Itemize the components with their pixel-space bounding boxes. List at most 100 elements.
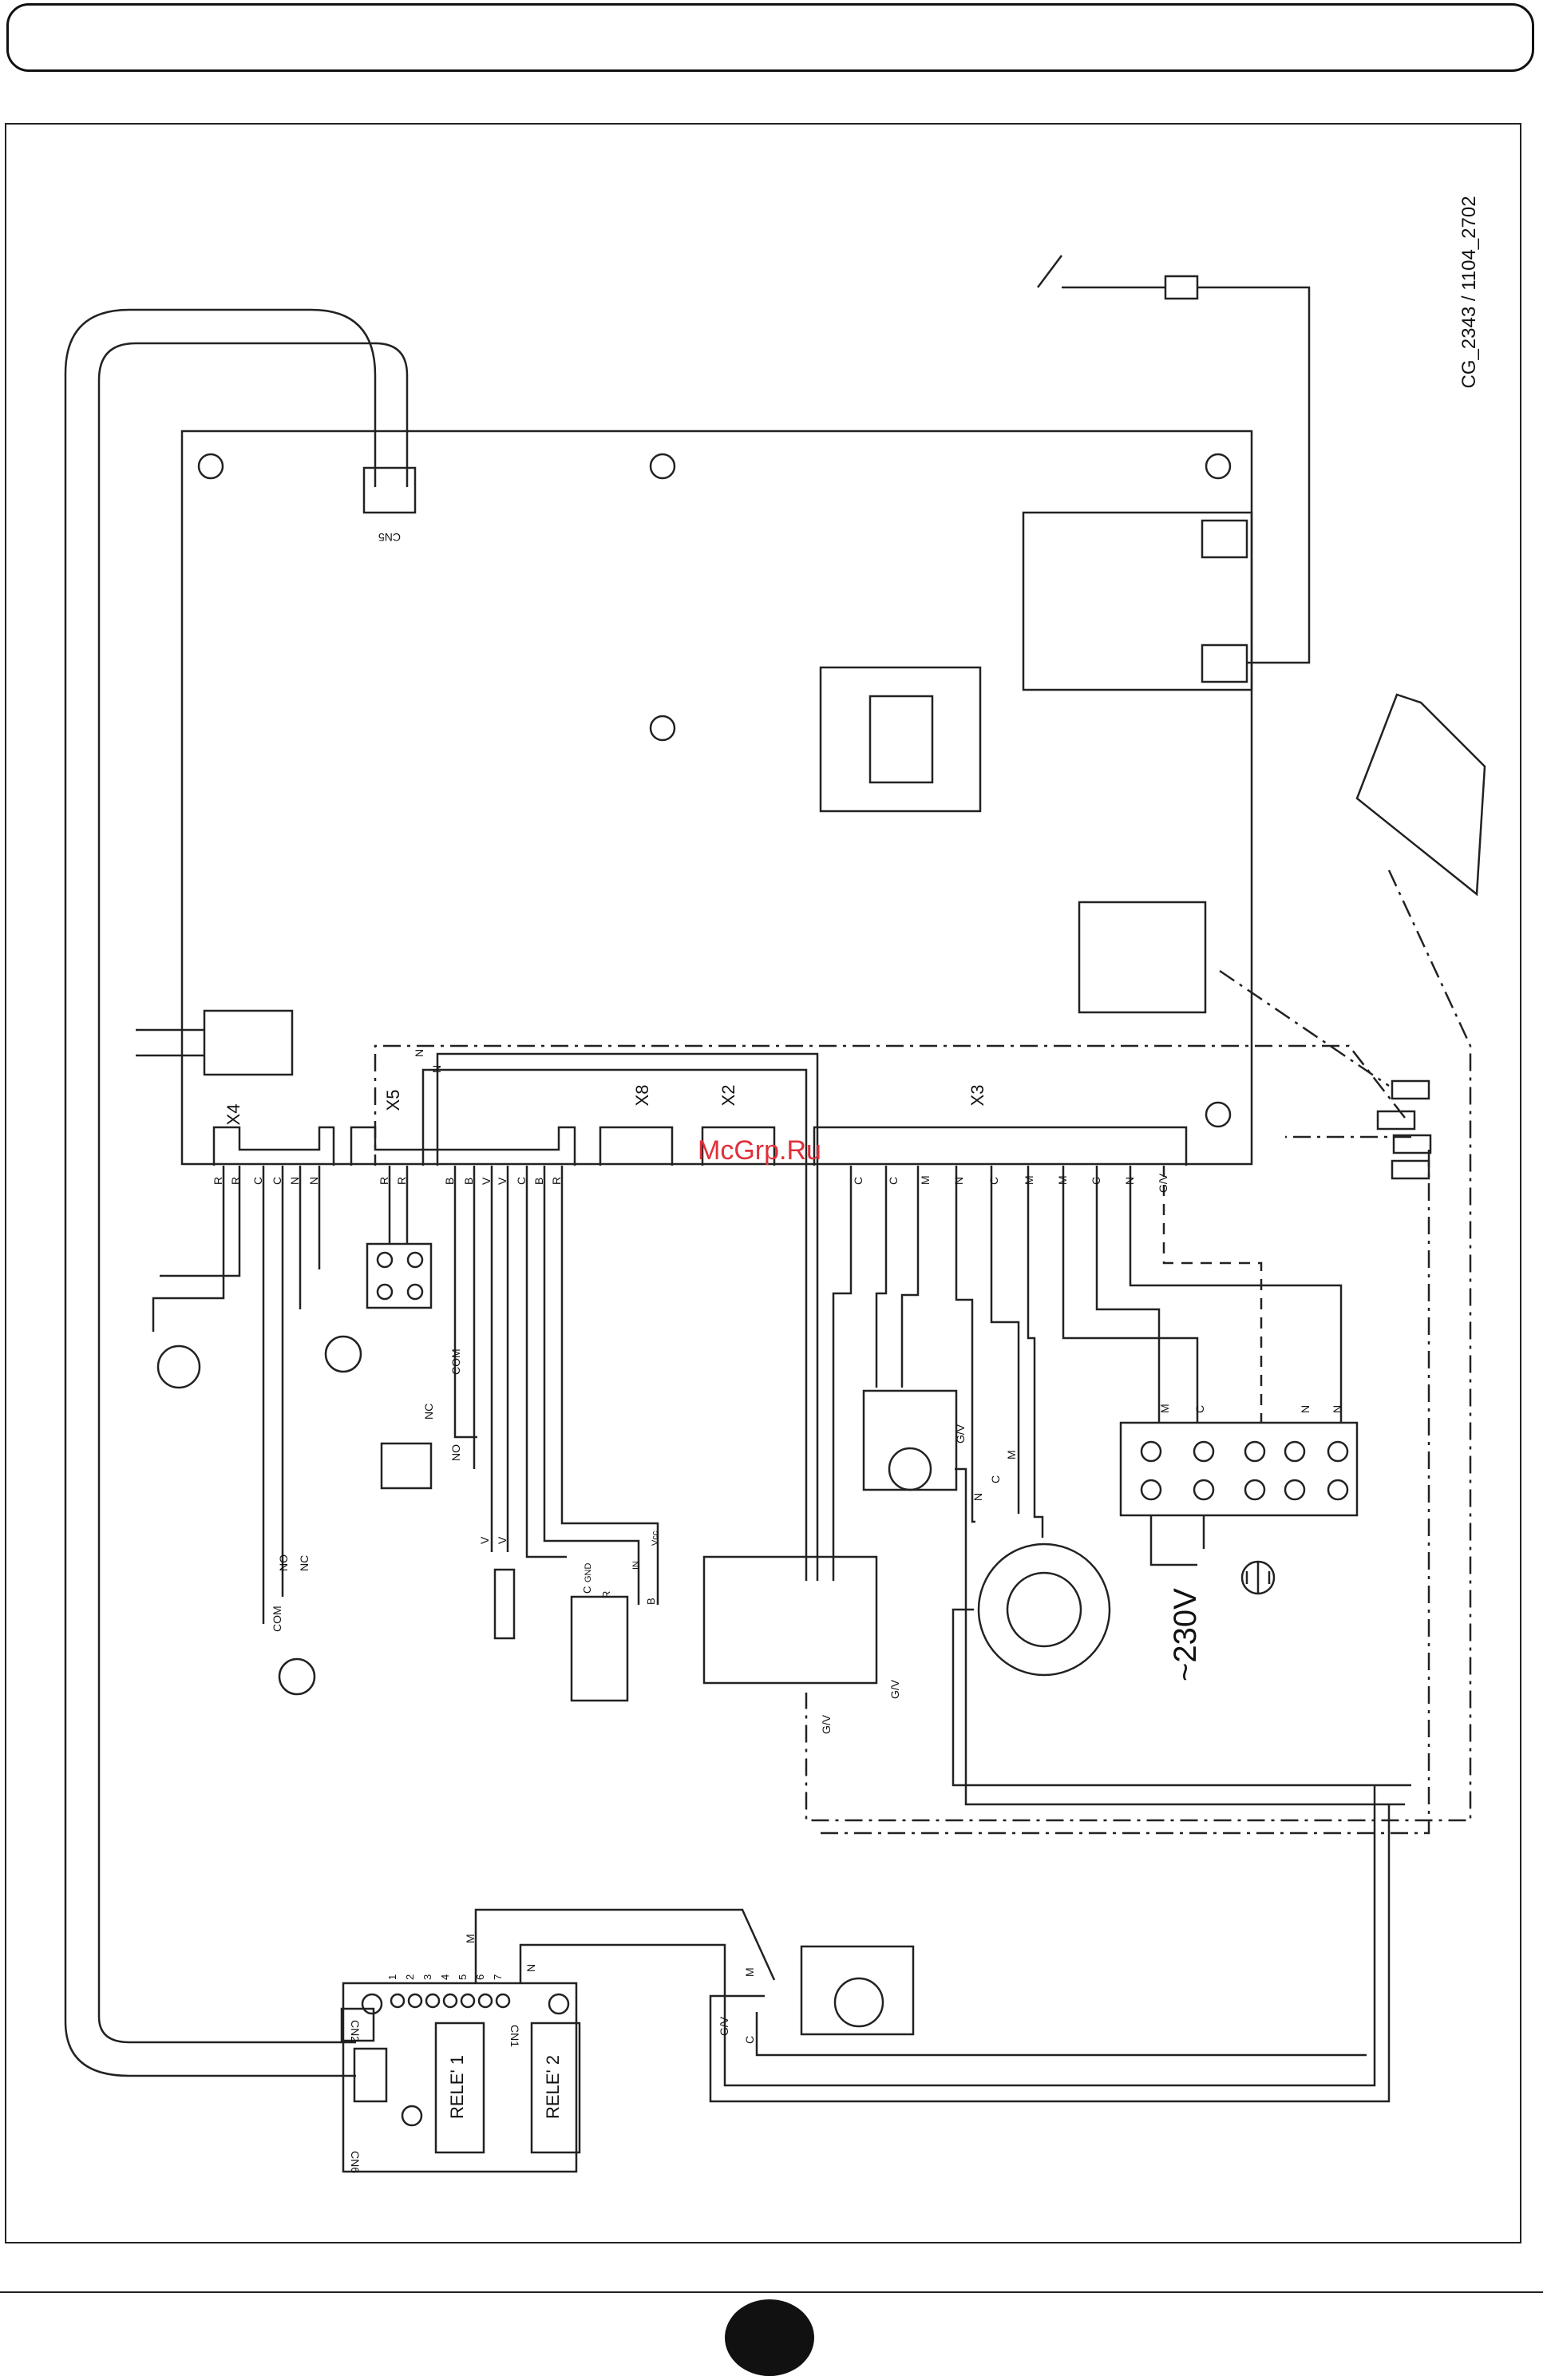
terminal-label: N	[1331, 1405, 1343, 1413]
relay-pin	[409, 1994, 421, 2007]
x5-lower-pin-label: V	[480, 1177, 493, 1185]
relay-wire-label: M	[464, 1934, 477, 1943]
wire	[1164, 1166, 1261, 1423]
test-terminal-pin	[408, 1253, 422, 1267]
wire	[876, 1166, 886, 1388]
ignition-electrode	[1038, 255, 1197, 299]
cn2-label: CN2	[349, 2020, 362, 2042]
ignition-terminal	[1202, 521, 1247, 557]
relay-pin-label: 4	[439, 1974, 451, 1980]
wire	[544, 1166, 639, 1605]
relay-board-hole	[362, 1994, 382, 2014]
x5-lower-pin-label: B	[462, 1178, 475, 1185]
terminal-screw	[1328, 1442, 1347, 1461]
terminal-screw	[1285, 1442, 1304, 1461]
x4-header	[214, 1127, 334, 1166]
earth-wire	[375, 1046, 1405, 1166]
mains-input	[1151, 1515, 1204, 1565]
x4-pin-label: C	[271, 1177, 283, 1185]
circulating-pump	[864, 1391, 956, 1490]
cn6-socket	[354, 2049, 386, 2101]
ribbon-cable	[65, 310, 375, 2076]
test-terminal	[367, 1244, 431, 1308]
terminal-screw	[1245, 1480, 1264, 1499]
relay-pin-label: 1	[386, 1974, 398, 1980]
ignition-module	[1023, 513, 1252, 690]
terminal-screw	[1285, 1480, 1304, 1499]
ntc-sensor	[158, 1346, 200, 1388]
switch-no-label: NO	[277, 1554, 290, 1571]
ribbon-cable	[99, 343, 407, 2042]
burner-bracket	[1357, 695, 1485, 894]
diverter-label: C	[743, 2036, 756, 2044]
cn5-label: CN5	[378, 531, 401, 544]
board-mount-hole	[1206, 1103, 1230, 1127]
x5-pin-label: N	[430, 1065, 443, 1073]
relay-pin-label: 7	[492, 1974, 504, 1980]
spade-terminal	[1394, 1135, 1430, 1153]
x4-pin-label: R	[212, 1177, 224, 1185]
flow-sensor	[572, 1597, 627, 1701]
terminal-screw	[1245, 1442, 1264, 1461]
diverter-label: G/V	[718, 2016, 730, 2036]
x5-lower-pin-label: B	[443, 1178, 456, 1185]
wire	[527, 1166, 567, 1557]
wire	[1097, 1166, 1159, 1423]
x5-lower-pin-label: B	[532, 1178, 545, 1185]
x8-label: X8	[632, 1085, 652, 1107]
spade-terminal	[1392, 1161, 1429, 1178]
diverter-label: M	[743, 1967, 756, 1977]
transformer-core	[870, 696, 932, 782]
board-mount-hole	[199, 454, 223, 478]
fan-label: N	[971, 1493, 984, 1501]
gas-valve	[704, 1557, 876, 1683]
x3-pin-label: M	[1056, 1175, 1069, 1185]
relay-pin-label: 2	[404, 1974, 416, 1980]
test-terminal-pin	[378, 1253, 392, 1267]
spade-terminal	[1378, 1111, 1414, 1129]
terminal-label: C	[1193, 1405, 1206, 1413]
terminal-screw	[1328, 1480, 1347, 1499]
fan-label: M	[1005, 1450, 1018, 1459]
wire	[902, 1166, 918, 1388]
x5-pin-label: R	[395, 1177, 408, 1185]
ch-temperature-sensor	[495, 1570, 514, 1638]
terminal-screw	[1194, 1480, 1213, 1499]
sensor-wire-label: V	[496, 1536, 508, 1544]
flue-thermostat	[279, 1659, 315, 1694]
wire	[833, 1166, 851, 1581]
x3-pin-label: C	[852, 1177, 864, 1185]
x4-pin-label: R	[229, 1177, 242, 1185]
x3-pin-label: M	[919, 1175, 932, 1185]
x2-label: X2	[718, 1085, 738, 1107]
x5-pin-label: N	[413, 1049, 425, 1057]
wire	[1130, 1166, 1341, 1423]
test-terminal-pin	[378, 1285, 392, 1299]
relay-board-hole	[402, 2106, 421, 2125]
relay-pin	[479, 1994, 492, 2007]
switch-nc-label: NC	[298, 1555, 311, 1571]
x5-lower-pin-label: R	[550, 1177, 563, 1185]
terminal-label: N	[1299, 1405, 1312, 1413]
fan	[979, 1544, 1110, 1675]
relay-pin-label: 3	[421, 1974, 433, 1980]
wire	[153, 1166, 224, 1332]
relay-pin-label: 5	[457, 1974, 469, 1980]
flow-sensor-label: R	[600, 1591, 612, 1598]
flow-sensor-label: B	[645, 1598, 657, 1605]
sensor-wire-label: V	[478, 1536, 491, 1544]
pump-label: G/V	[954, 1424, 967, 1443]
x8-header	[600, 1127, 672, 1166]
test-terminal-pin	[408, 1285, 422, 1299]
fan-label: C	[989, 1475, 1002, 1483]
switch-com-label: COM	[271, 1606, 283, 1632]
watermark: McGrp.Ru	[698, 1135, 821, 1166]
relay-pin-label: 6	[474, 1974, 486, 1980]
wire	[991, 1166, 1019, 1514]
terminal-screw	[1141, 1442, 1161, 1461]
x3-pin-label: N	[952, 1177, 965, 1185]
jumper-wire	[136, 1030, 204, 1055]
spade-terminal	[1392, 1081, 1429, 1099]
relay-board-hole	[549, 1994, 568, 2014]
